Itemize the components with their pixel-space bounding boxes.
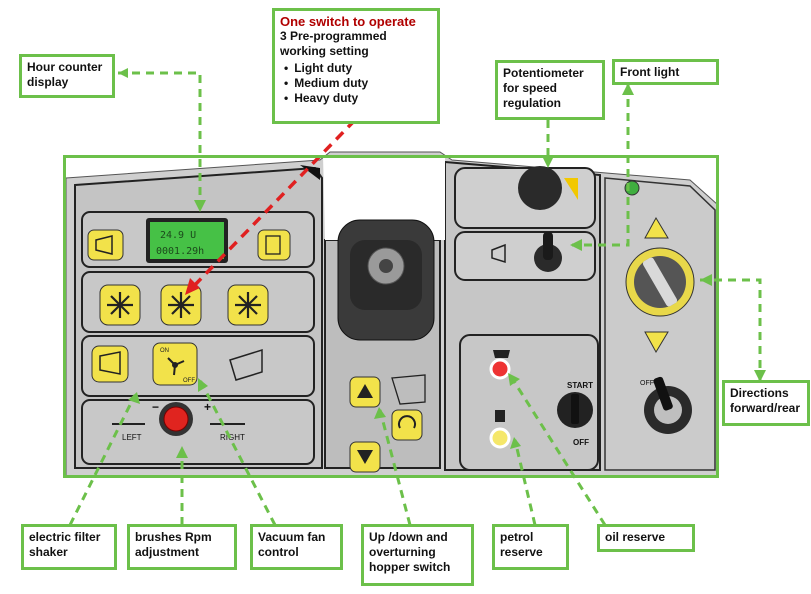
panel-gap	[323, 155, 445, 240]
callout-brushes-rpm-text: brushes Rpm adjustment	[135, 530, 212, 559]
shaker-icon	[99, 351, 121, 375]
callout-brushes-rpm: brushes Rpm adjustment	[127, 524, 237, 570]
callout-vacuum-fan: Vacuum fan control	[250, 524, 343, 570]
rear-arrow-icon	[644, 331, 669, 354]
medium-duty-button[interactable]	[160, 284, 202, 326]
key-off-label: OFF	[573, 438, 589, 447]
oil-reserve-light	[489, 358, 511, 380]
callout-hour-counter: Hour counter display	[19, 54, 115, 98]
duty-item: Light duty	[294, 61, 432, 76]
petrol-reserve-light	[489, 427, 511, 449]
callout-one-switch: One switch to operate 3 Pre-programmed w…	[272, 8, 440, 124]
forward-arrow-icon	[644, 216, 669, 239]
ignition-key-head	[571, 394, 579, 424]
rpm-plus-label: +	[204, 400, 211, 414]
filter-icon	[265, 235, 281, 255]
callout-oil-reserve: oil reserve	[597, 524, 695, 552]
hopper-overturn-button[interactable]	[391, 409, 423, 441]
fuel-pump-icon	[495, 410, 505, 422]
rpm-minus-label: −	[152, 400, 159, 414]
speed-scale-icon	[564, 178, 578, 200]
horn-icon	[95, 235, 113, 255]
callout-hopper-switch: Up /down and overturning hopper switch	[361, 524, 474, 586]
callout-front-light-text: Front light	[620, 65, 680, 79]
row-brush-frame	[81, 399, 315, 465]
hopper-tilt-icon	[229, 348, 263, 381]
dir-key-off-label: OFF	[640, 380, 654, 387]
duty-item: Medium duty	[294, 76, 432, 91]
potentiometer-knob[interactable]	[518, 166, 562, 210]
connector-lines	[68, 71, 762, 526]
light-switch-frame	[454, 231, 596, 281]
rotate-icon	[398, 415, 416, 429]
fan-icon	[167, 357, 185, 376]
fan-off-label: OFF	[183, 378, 195, 384]
hour-counter-display	[150, 222, 224, 259]
callout-oil-reserve-text: oil reserve	[605, 530, 666, 544]
callout-potentiometer: Potentiometer for speed regulation	[495, 60, 605, 120]
brush-right-label: RIGHT	[220, 433, 245, 442]
red-connector-line	[188, 118, 357, 292]
lcd-line-1: 24.9 U	[160, 230, 196, 241]
up-arrow-icon	[357, 384, 373, 398]
headlight-icon	[491, 243, 506, 264]
red-arrowhead	[185, 278, 200, 295]
callout-directions-text: Directions forward/rear	[730, 386, 801, 415]
callout-electric-filter: electric filter shaker	[21, 524, 117, 570]
panel-screw-left	[300, 165, 320, 180]
lcd-line-2: 0001.29h	[156, 246, 204, 257]
callout-electric-filter-text: electric filter shaker	[29, 530, 101, 559]
callout-petrol-reserve-text: petrol reserve	[500, 530, 543, 559]
key-start-label: START	[567, 381, 593, 390]
heavy-duty-button[interactable]	[227, 284, 269, 326]
direction-key-cap	[653, 376, 673, 411]
brush-left-label: LEFT	[122, 433, 142, 442]
light-duty-button[interactable]	[99, 284, 141, 326]
callout-vacuum-fan-text: Vacuum fan control	[258, 530, 326, 559]
callout-hopper-switch-text: Up /down and overturning hopper switch	[369, 530, 451, 574]
callout-petrol-reserve: petrol reserve	[492, 524, 569, 570]
callout-directions: Directions forward/rear	[722, 380, 810, 426]
direction-selector-handle	[642, 257, 678, 307]
brushes-rpm-knob[interactable]	[163, 406, 189, 432]
row-fan-frame	[81, 335, 315, 397]
duty-list: Light duty Medium duty Heavy duty	[280, 61, 432, 106]
callout-potentiometer-text: Potentiometer for speed regulation	[503, 66, 584, 110]
duty-item: Heavy duty	[294, 91, 432, 106]
callout-hour-counter-text: Hour counter display	[27, 60, 103, 89]
panel-highlight-frame	[63, 155, 719, 478]
callout-one-switch-title: One switch to operate	[280, 14, 416, 29]
filter-shaker-button[interactable]	[91, 345, 129, 383]
hopper-tilt-icon-2	[391, 374, 426, 405]
connector-arrowheads	[118, 68, 766, 458]
fan-on-label: ON	[160, 348, 169, 354]
joystick-nut-hole	[379, 259, 393, 273]
callout-front-light: Front light	[612, 59, 719, 85]
down-arrow-icon	[357, 450, 373, 464]
front-light-toggle[interactable]	[543, 232, 553, 260]
callout-one-switch-subtitle: 3 Pre-programmed working setting	[280, 29, 387, 58]
oil-can-icon	[493, 350, 510, 358]
horn-button[interactable]	[87, 229, 124, 261]
